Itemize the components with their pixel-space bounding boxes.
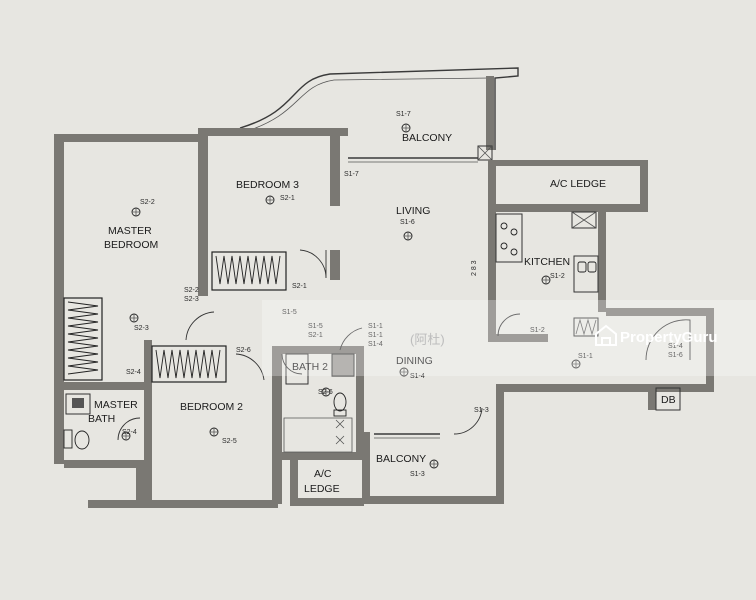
tag-label: S1-2 [550, 273, 565, 280]
room-label-ac-ledge-top: A/C LEDGE [550, 178, 606, 190]
room-label-bedroom3: BEDROOM 3 [236, 179, 299, 191]
room-label-bath2: BATH 2 [292, 361, 328, 373]
balcony-top-outline [239, 67, 519, 163]
tag-label: S2-1 [280, 195, 295, 202]
room-label-ac-ledge-bottom-2: LEDGE [304, 483, 340, 495]
brand-name: PropertyGuru [620, 329, 718, 346]
tag-label: S1-4 [410, 373, 425, 380]
room-label-bedroom2: BEDROOM 2 [180, 401, 243, 413]
room-label-master-bedroom-1: MASTER [108, 225, 152, 237]
watermark: (阿杜) [262, 300, 756, 376]
switch-symbols [121, 123, 581, 469]
tag-label: S2-5 [222, 438, 237, 445]
room-label-db: DB [661, 394, 676, 406]
tag-label: S2-3 [184, 296, 199, 303]
room-label-living: LIVING [396, 205, 430, 217]
tag-label: S1-3 [474, 407, 489, 414]
brand-badge[interactable]: PropertyGuru [595, 324, 718, 346]
tag-label: S2-6 [236, 347, 251, 354]
room-label-kitchen: KITCHEN [524, 256, 570, 268]
switch-icon [129, 313, 139, 323]
tag-label: S1-6 [668, 352, 683, 359]
tag-label: S1-1 [578, 353, 593, 360]
switch-icon [121, 431, 131, 441]
tag-label: S2-2 [140, 199, 155, 206]
tag-label: S2-1 [292, 283, 307, 290]
tag-label: S1-7 [344, 171, 359, 178]
switch-icon [403, 231, 413, 241]
tag-label: S1-2 [530, 327, 545, 334]
room-label-ac-ledge-bottom-1: A/C [314, 468, 332, 480]
switch-icon [321, 387, 331, 397]
tag-label: S1-4 [368, 341, 383, 348]
tag-label: S1-6 [400, 219, 415, 226]
switch-icon [401, 123, 411, 133]
wardrobes [63, 251, 287, 383]
tag-label: S2-4 [126, 369, 141, 376]
tag-label: S1-5 [308, 323, 323, 330]
switch-icon [429, 459, 439, 469]
tag-label: S2-3 [134, 325, 149, 332]
bath-fixtures [63, 353, 355, 453]
tag-label: S1-5 [282, 309, 297, 316]
watermark-text: (阿杜) [410, 332, 445, 347]
switch-icon [541, 275, 551, 285]
switch-icon [571, 359, 581, 369]
db-box [655, 387, 681, 411]
tag-label: S1-1 [368, 332, 383, 339]
switch-icon [265, 195, 275, 205]
propertyguru-logo-icon [595, 324, 617, 346]
doors [117, 249, 691, 441]
tag-label: S2-4 [122, 429, 137, 436]
switch-icon [131, 207, 141, 217]
kitchen-fixtures [495, 211, 599, 337]
room-label-master-bath-1: MASTER [94, 399, 138, 411]
switch-icon [399, 367, 409, 377]
tag-label: 2 8 3 [471, 260, 478, 276]
tag-label: S2-1 [308, 332, 323, 339]
tag-label: S1-3 [410, 471, 425, 478]
tag-label: S1-7 [396, 111, 411, 118]
tag-label: S1-4 [668, 343, 683, 350]
tag-label: S2-2 [184, 287, 199, 294]
tag-label: S2-6 [318, 389, 333, 396]
room-label-balcony-bottom: BALCONY [376, 453, 426, 465]
switch-icon [209, 427, 219, 437]
tag-label: S1-1 [368, 323, 383, 330]
room-label-balcony-top: BALCONY [402, 132, 452, 144]
outer-walls [54, 128, 714, 508]
room-label-master-bedroom-2: BEDROOM [104, 239, 158, 251]
room-label-dining: DINING [396, 355, 433, 367]
room-label-master-bath-2: BATH [88, 413, 115, 425]
